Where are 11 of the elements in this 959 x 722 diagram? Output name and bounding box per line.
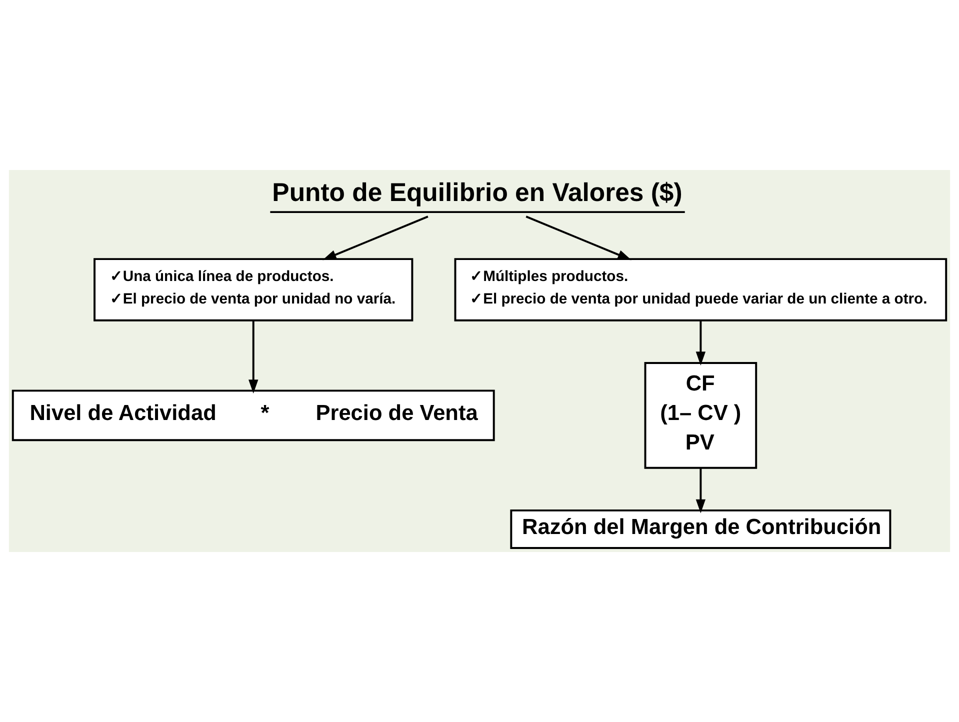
arrow xyxy=(322,216,428,260)
node-text: Punto de Equilibrio en Valores ($) xyxy=(272,178,682,207)
arrow xyxy=(696,468,706,514)
node-box: Nivel de Actividad * Precio de Venta xyxy=(12,390,495,442)
node-box: CF (1– CV ) PV xyxy=(644,362,758,469)
node-box: ✓Múltiples productos. ✓El precio de venta por unidad puede variar de un cliente a otro. xyxy=(454,258,948,322)
arrow xyxy=(526,216,632,260)
node-box: ✓Una única línea de productos. ✓El precio de venta por unidad no varía. xyxy=(94,258,414,322)
arrow xyxy=(696,320,706,366)
node-box: Razón del Margen de Contribución xyxy=(510,509,892,550)
arrow xyxy=(248,320,258,394)
